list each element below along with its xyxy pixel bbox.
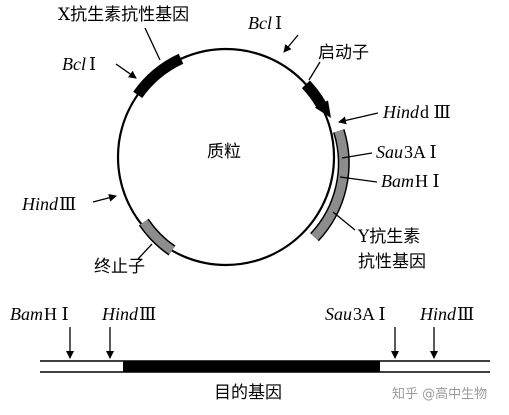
promoter-label: 启动子 [318,43,369,63]
promoter-block [301,80,326,108]
hind-right-label: Hindd Ⅲ [382,102,451,122]
y-resistance-gene-label-line1: Y抗生素 [357,227,420,247]
hind-left-label: HindⅢ [21,194,76,214]
y-resistance-gene-pointer [332,211,356,231]
sau-right-label: Sau3A Ⅰ [376,142,437,162]
hind-left-arrow [92,193,117,203]
x-resistance-gene-label: X抗生素抗性基因 [58,5,189,25]
bam-right-label: BamH Ⅰ [381,171,440,191]
dna-sau-label: Sau3A Ⅰ [325,304,386,324]
x-resistance-gene-block [133,53,184,99]
hind-right-arrow [338,112,379,125]
target-gene-block [123,361,380,372]
x-resistance-gene-pointer [144,27,161,61]
sau-right-pointer [341,152,373,159]
terminator-block-fill [140,219,175,255]
y-resistance-gene-label-line2: 抗性基因 [358,252,426,272]
bcl-top-arrow [283,34,299,53]
watermark: 知乎 @高中生物 [392,386,487,402]
plasmid-center-label: 质粒 [207,142,241,162]
bcl-left-arrow [115,63,137,79]
bam-right-pointer [339,176,378,183]
terminator-label: 终止子 [94,257,145,277]
target-gene-label: 目的基因 [214,383,282,403]
dna-hind1-label: HindⅢ [101,304,156,324]
promoter-arrow-tip [315,100,331,118]
terminator-pointer [137,243,153,260]
plasmid-circle [116,47,336,267]
promoter-pointer [308,61,321,81]
y-resistance-gene-block-fill [311,129,349,241]
dna-bam-label: BamH Ⅰ [10,304,69,324]
dna-hind2-label: HindⅢ [419,304,474,324]
